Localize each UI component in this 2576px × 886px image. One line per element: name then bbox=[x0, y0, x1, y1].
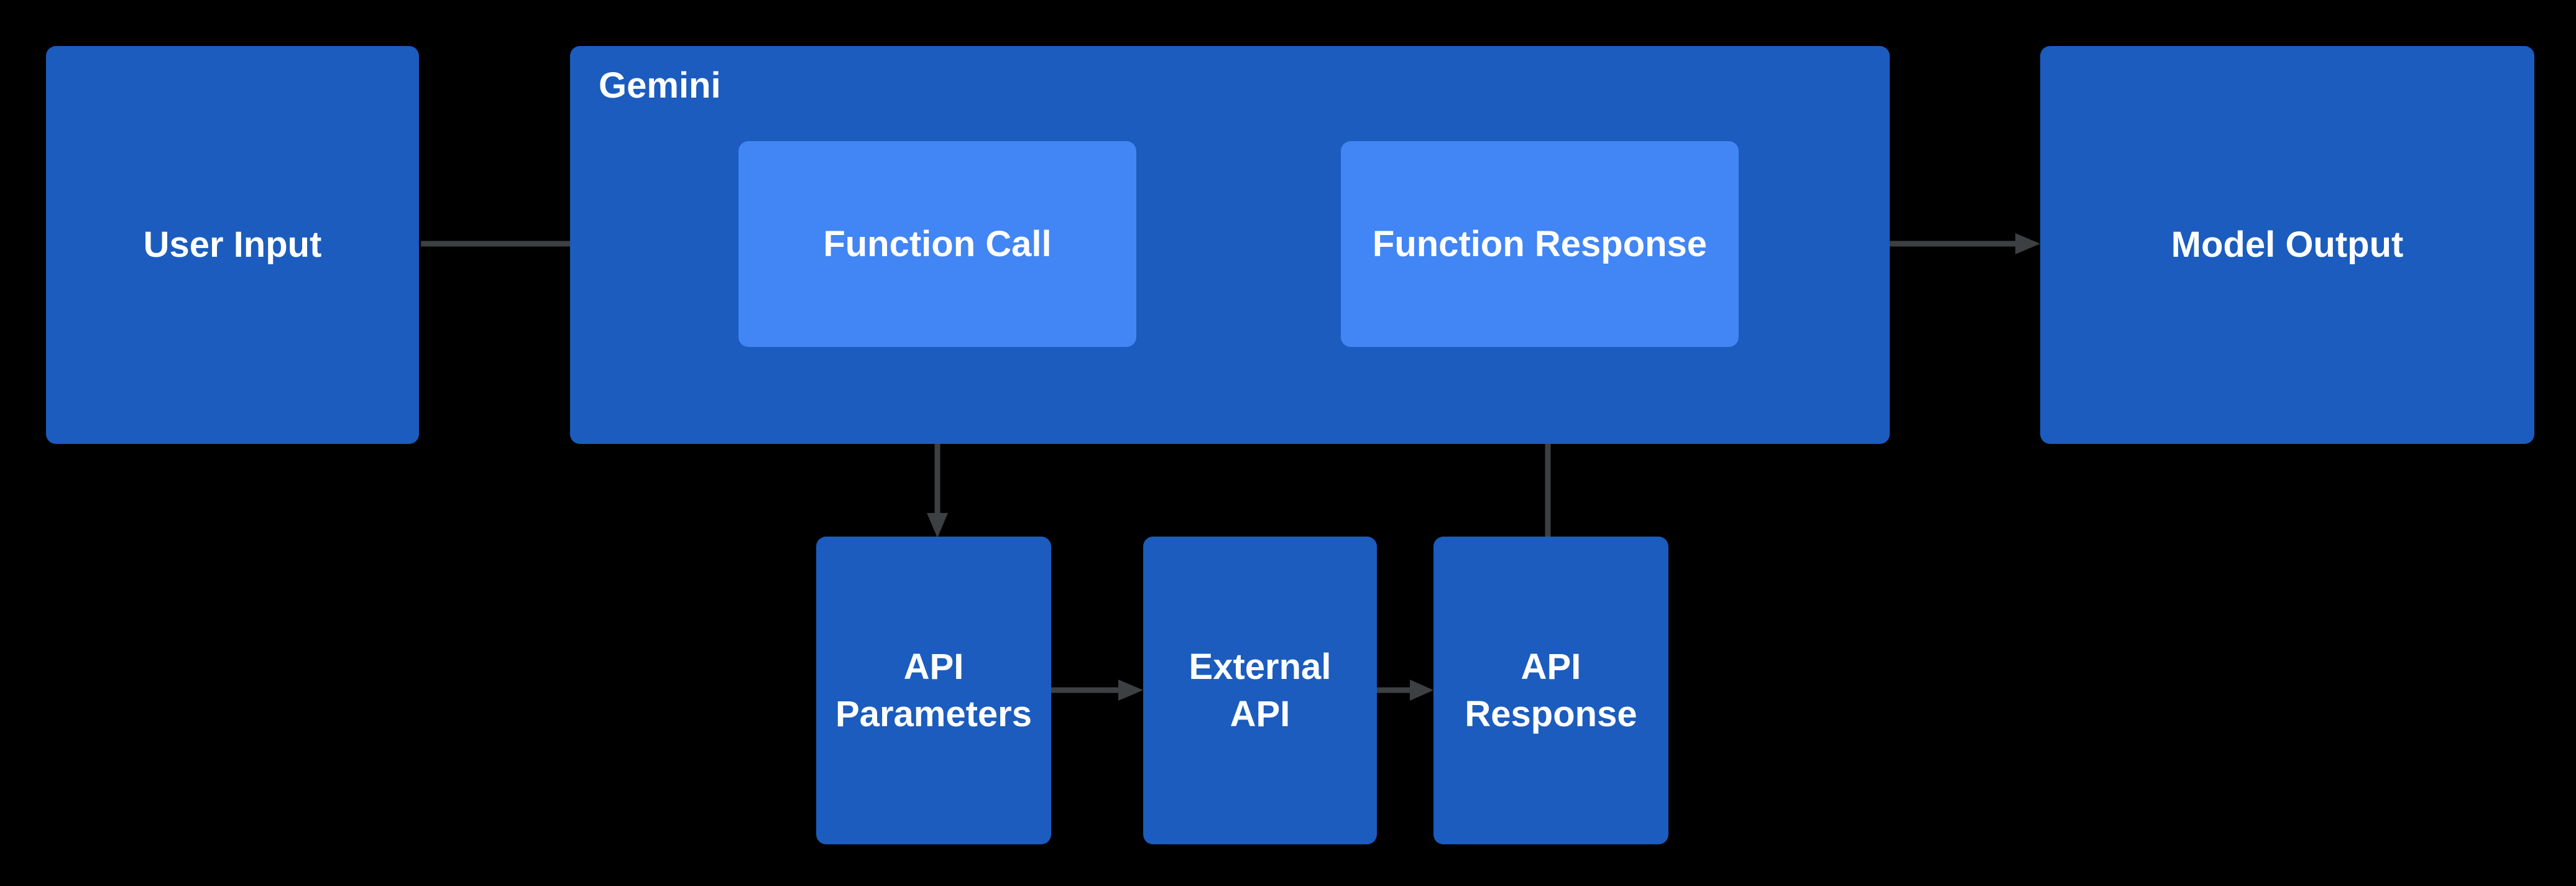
node-external-api-label: External API bbox=[1189, 647, 1332, 734]
node-model-output-label: Model Output bbox=[2171, 224, 2404, 265]
node-api-parameters: API Parameters bbox=[816, 537, 1051, 844]
node-api-response: API Response bbox=[1433, 537, 1668, 844]
arrow-api-parameters-to-external-api bbox=[1051, 680, 1143, 701]
node-function-response: Function Response bbox=[1341, 141, 1739, 347]
node-function-call: Function Call bbox=[738, 141, 1136, 347]
arrow-external-api-to-api-response bbox=[1377, 680, 1433, 701]
node-api-parameters-label: API Parameters bbox=[835, 647, 1032, 734]
node-model-output: Model Output bbox=[2040, 46, 2534, 444]
arrow-gemini-to-model-output bbox=[1890, 233, 2040, 254]
node-function-call-label: Function Call bbox=[823, 223, 1052, 264]
node-external-api: External API bbox=[1143, 537, 1377, 844]
node-api-response-label: API Response bbox=[1465, 647, 1637, 734]
node-user-input-label: User Input bbox=[143, 224, 322, 265]
gemini-container-title: Gemini bbox=[599, 65, 721, 106]
node-user-input: User Input bbox=[46, 46, 419, 444]
node-function-response-label: Function Response bbox=[1372, 223, 1708, 264]
